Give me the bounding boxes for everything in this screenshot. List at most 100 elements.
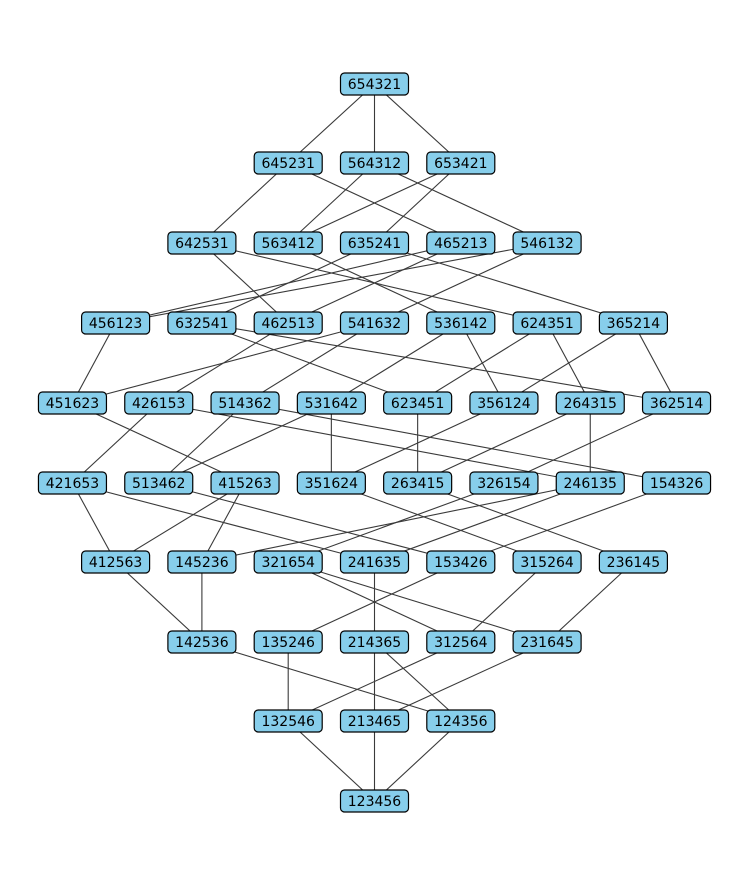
node-236145: 236145 [598, 550, 669, 574]
node-142536: 142536 [167, 630, 237, 654]
node-label: 351624 [305, 476, 359, 492]
node-635241: 635241 [339, 231, 410, 255]
node-label: 362514 [650, 396, 704, 412]
node-box [339, 630, 410, 654]
edge-142536-124356 [201, 641, 461, 722]
edge-635241-365214 [374, 242, 634, 324]
edge-654321-653421 [374, 83, 462, 164]
node-label: 315264 [520, 555, 574, 571]
node-label: 564312 [348, 156, 401, 172]
edge-642531-462513 [201, 242, 289, 324]
node-632541: 632541 [167, 311, 237, 335]
node-654321: 654321 [339, 72, 410, 96]
node-label: 563412 [261, 236, 314, 252]
node-box [641, 471, 712, 495]
node-241635: 241635 [339, 550, 410, 574]
node-321654: 321654 [253, 550, 323, 574]
node-label: 514362 [218, 396, 271, 412]
edge-351624-315264 [331, 482, 548, 563]
node-box [124, 391, 194, 415]
node-box [124, 471, 194, 495]
edge-154326-153426 [460, 482, 677, 563]
node-label: 654321 [348, 77, 401, 93]
edge-312564-132546 [287, 641, 462, 722]
node-label: 264315 [564, 396, 617, 412]
node-153426: 153426 [426, 550, 496, 574]
edges-layer [71, 83, 678, 802]
edge-541632-514362 [244, 322, 375, 404]
node-514362: 514362 [210, 391, 280, 415]
node-box [598, 311, 669, 335]
node-box [339, 709, 410, 733]
edge-365214-356124 [503, 322, 634, 404]
node-label: 635241 [348, 236, 401, 252]
node-label: 246135 [564, 476, 617, 492]
node-label: 132546 [261, 714, 315, 730]
edge-564312-546132 [374, 162, 548, 244]
node-315264: 315264 [512, 550, 582, 574]
node-214365: 214365 [339, 630, 410, 654]
node-426153: 426153 [124, 391, 194, 415]
node-box [512, 630, 582, 654]
node-123456: 123456 [339, 789, 410, 813]
node-box [80, 311, 151, 335]
node-546132: 546132 [512, 231, 582, 255]
node-box [339, 311, 410, 335]
edge-645231-642531 [201, 162, 289, 244]
node-box [383, 471, 453, 495]
node-label: 124356 [434, 714, 488, 730]
node-label: 214365 [348, 635, 401, 651]
edge-536142-531642 [331, 322, 462, 404]
node-label: 642531 [175, 236, 228, 252]
node-label: 513462 [132, 476, 185, 492]
edge-514362-513462 [158, 402, 246, 484]
edge-456123-451623 [71, 322, 117, 404]
edge-231645-213465 [374, 641, 548, 722]
node-box [167, 630, 237, 654]
node-box [339, 789, 410, 813]
node-362514: 362514 [641, 391, 712, 415]
node-label: 213465 [348, 714, 401, 730]
node-135246: 135246 [253, 630, 323, 654]
edge-124356-123456 [374, 720, 462, 802]
edge-321654-231645 [288, 561, 548, 643]
edge-415263-145236 [201, 482, 246, 563]
node-label: 421653 [46, 476, 99, 492]
node-box [210, 471, 280, 495]
node-label: 263415 [391, 476, 444, 492]
node-label: 546132 [520, 236, 573, 252]
node-box [339, 550, 410, 574]
node-box [555, 471, 625, 495]
edge-415263-412563 [115, 482, 246, 563]
edge-546132-541632 [374, 242, 548, 324]
edge-546132-456123 [115, 242, 548, 324]
node-box [426, 231, 496, 255]
edge-412563-142536 [115, 561, 203, 643]
node-box [339, 231, 410, 255]
node-label: 142536 [175, 635, 229, 651]
edge-356124-351624 [331, 402, 505, 484]
node-645231: 645231 [253, 151, 323, 175]
node-label: 241635 [348, 555, 401, 571]
node-231645: 231645 [512, 630, 582, 654]
node-box [469, 471, 539, 495]
node-box [80, 550, 151, 574]
node-label: 321654 [261, 555, 315, 571]
node-box [383, 391, 453, 415]
node-label: 365214 [607, 316, 661, 332]
edge-315264-312564 [460, 561, 548, 643]
edge-632541-362514 [201, 322, 677, 404]
edge-653421-563412 [287, 162, 462, 244]
node-label: 465213 [434, 236, 487, 252]
node-box [339, 72, 410, 96]
edge-246135-145236 [201, 482, 591, 563]
node-465213: 465213 [426, 231, 496, 255]
edge-426153-246135 [158, 402, 591, 484]
node-563412: 563412 [253, 231, 323, 255]
node-label: 426153 [132, 396, 185, 412]
node-264315: 264315 [555, 391, 625, 415]
edge-514362-154326 [244, 402, 677, 484]
node-box [37, 391, 108, 415]
node-box [426, 630, 496, 654]
